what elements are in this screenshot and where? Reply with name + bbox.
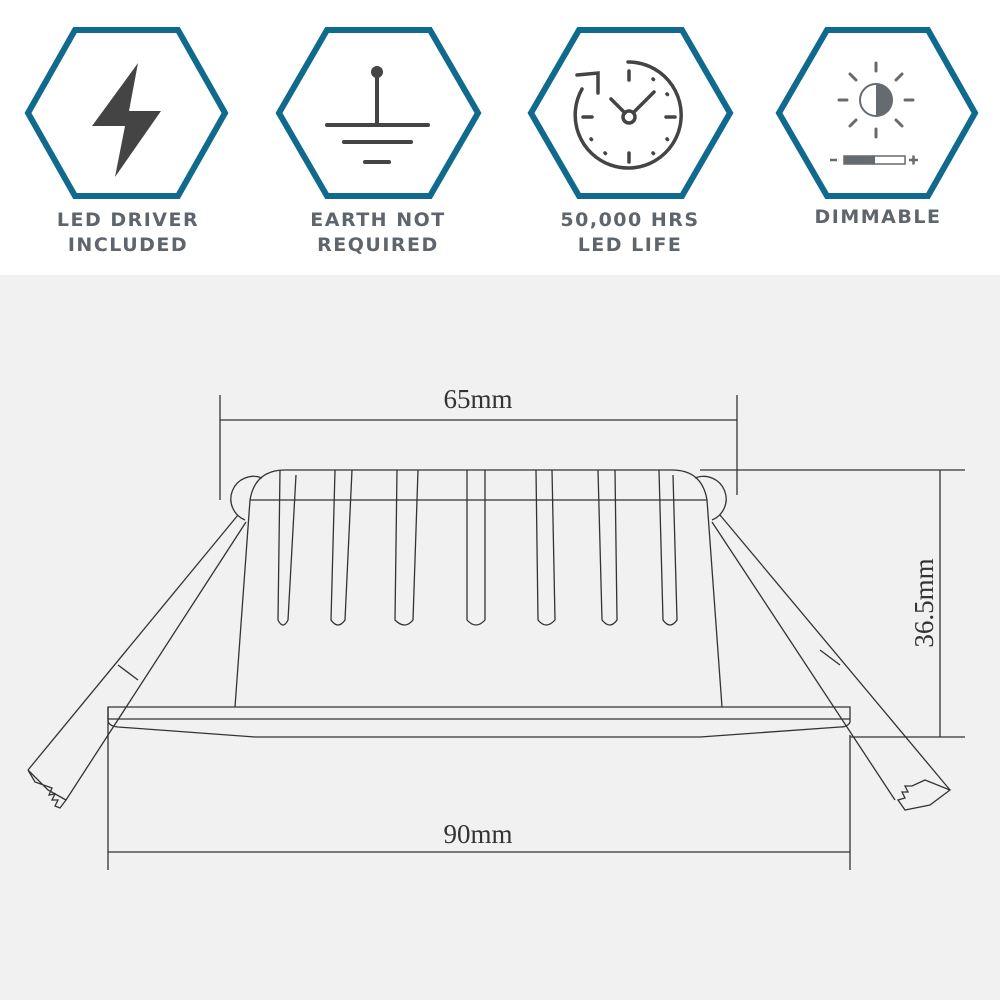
hexagon-frame xyxy=(275,27,482,199)
lightning-bolt-icon xyxy=(92,63,161,177)
dimension-label-36-5mm: 36.5mm xyxy=(909,558,939,647)
hexagon-frame xyxy=(24,27,229,199)
label-line: EARTH NOT xyxy=(310,209,446,231)
feature-label: 50,000 HRS LED LIFE xyxy=(505,208,755,258)
label-line: DIMMABLE xyxy=(814,206,942,228)
label-line: REQUIRED xyxy=(317,234,439,256)
label-line: LED LIFE xyxy=(577,234,683,256)
earth-ground-icon xyxy=(325,66,430,164)
feature-label: DIMMABLE xyxy=(753,205,1000,230)
dimension-label-65mm: 65mm xyxy=(443,384,512,414)
flange xyxy=(107,706,851,738)
label-line: 50,000 HRS xyxy=(560,209,700,231)
technical-drawing-panel: 65mm 36.5mm 90mm xyxy=(0,275,1000,1000)
right-spring-clip xyxy=(711,514,952,811)
label-line: LED DRIVER xyxy=(56,209,200,231)
hexagon-frame xyxy=(527,27,734,199)
hexagon-frame xyxy=(775,27,979,199)
dimension-label-90mm: 90mm xyxy=(443,819,512,849)
clock-icon xyxy=(573,60,683,170)
dimmer-slider-icon xyxy=(830,155,918,165)
feature-label: EARTH NOT REQUIRED xyxy=(253,208,503,258)
features-banner: LED DRIVER INCLUDED EARTH NOT REQUIRED xyxy=(0,0,1000,275)
feature-lifetime: 50,000 HRS LED LIFE xyxy=(525,25,735,265)
left-spring-clip xyxy=(27,514,247,809)
left-hinge xyxy=(230,475,263,521)
brightness-icon xyxy=(837,61,915,139)
label-line: INCLUDED xyxy=(67,234,189,256)
right-hinge xyxy=(694,475,727,521)
feature-earth: EARTH NOT REQUIRED xyxy=(273,25,483,265)
feature-dimmable: DIMMABLE xyxy=(773,25,983,265)
downlight-outline xyxy=(27,395,965,870)
housing-body xyxy=(234,469,723,708)
feature-label: LED DRIVER INCLUDED xyxy=(3,208,253,258)
feature-led-driver: LED DRIVER INCLUDED xyxy=(23,25,233,265)
cooling-slots xyxy=(277,469,678,626)
downlight-technical-drawing: 65mm 36.5mm 90mm xyxy=(27,384,965,870)
